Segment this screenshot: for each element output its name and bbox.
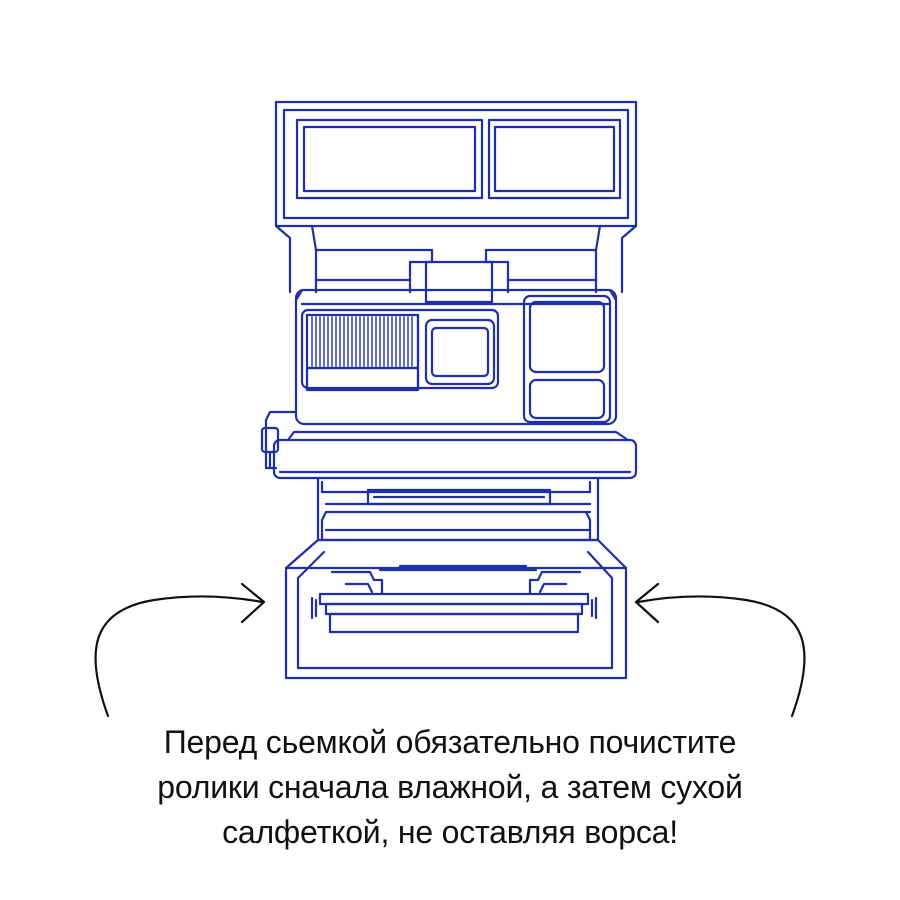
- film-door: [316, 476, 600, 542]
- instruction-caption: Перед сьемкой обязательно почистите роли…: [60, 720, 840, 855]
- lens-panel: [522, 294, 612, 424]
- roller-clips: [330, 570, 582, 596]
- rollers: [310, 592, 598, 634]
- caption-line: салфеткой, не оставляя ворса!: [222, 814, 678, 850]
- camera-body: [294, 288, 618, 426]
- flash-housing: [274, 100, 638, 228]
- grille-lines: [311, 316, 413, 367]
- roller-compartment: [284, 538, 628, 680]
- caption-line: ролики сначала влажной, а затем сухой: [157, 769, 743, 805]
- camera-neck: [274, 224, 638, 304]
- caption-line: Перед сьемкой обязательно почистите: [163, 724, 737, 760]
- left-arrow: [94, 582, 266, 718]
- front-ledge: [272, 430, 638, 480]
- right-arrow: [634, 582, 806, 718]
- grille-panel: [300, 308, 500, 392]
